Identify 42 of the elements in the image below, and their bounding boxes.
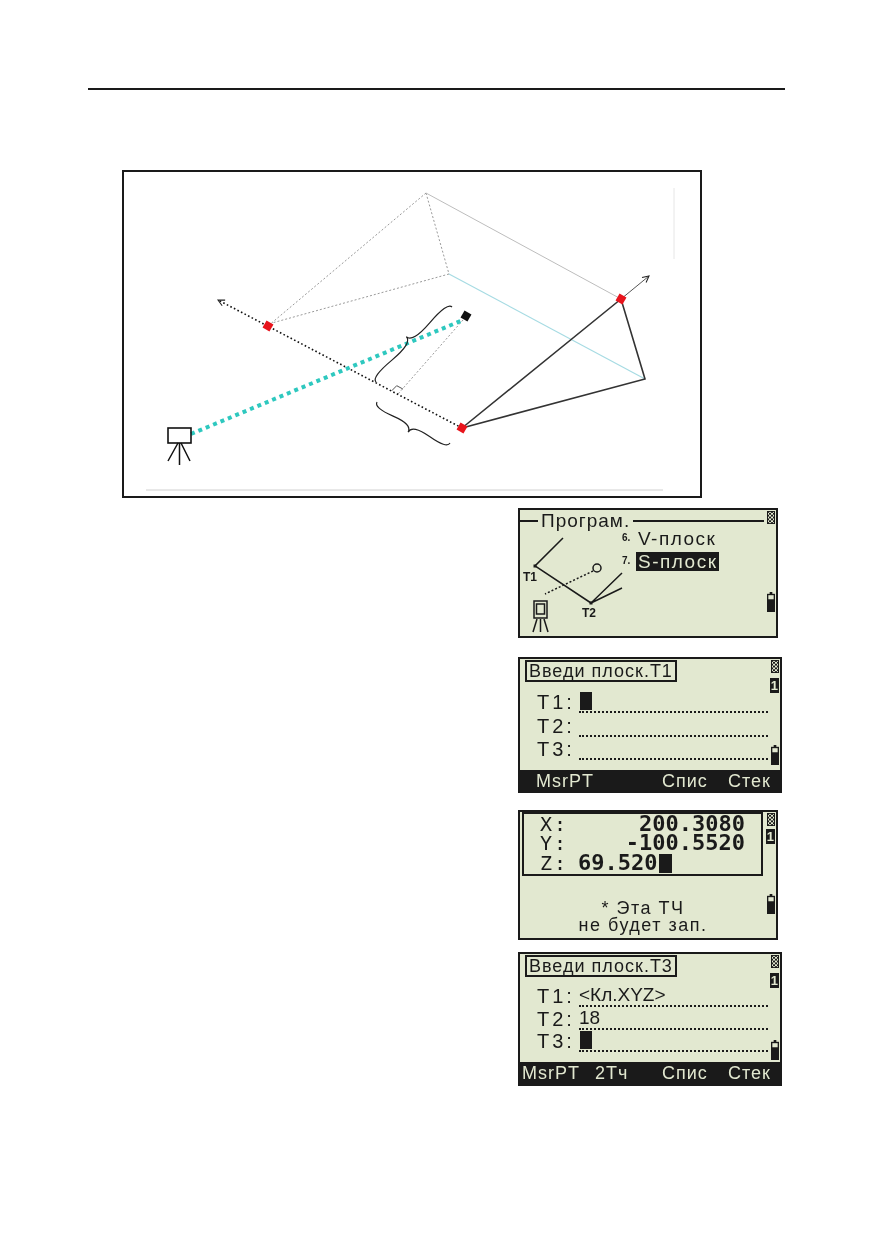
menu-number: 7.: [622, 556, 631, 566]
softkey-label: MsrPT: [522, 1063, 580, 1083]
field-label: Т1:: [537, 985, 576, 1007]
coordinate-label: Z:: [540, 853, 570, 873]
coordinate-value: 69.520: [578, 853, 658, 873]
lcd-screen: [518, 657, 782, 793]
lcd-screen: [518, 508, 778, 638]
coordinate-value: 200.3080: [639, 814, 745, 834]
input-field: <Кл.XYZ>: [579, 985, 768, 1007]
page-indicator: 1: [769, 678, 779, 693]
softkey-label: Стек: [728, 771, 771, 791]
page-indicator: 1: [769, 973, 779, 988]
softkey-label: Спис: [662, 771, 708, 791]
softkey-bar: [520, 770, 780, 791]
menu-item: V-плоск: [638, 529, 717, 549]
softkey-label: Стек: [728, 1063, 771, 1083]
selected-menu-item: S-плоск: [636, 552, 720, 571]
note-text: * Эта ТЧ: [601, 900, 685, 917]
coordinate-value: -100.5520: [625, 833, 745, 853]
input-field: 18: [579, 1008, 768, 1030]
screen-title: Введи плоск.Т1: [525, 660, 677, 682]
field-label: Т2:: [537, 1008, 576, 1030]
softkey-label: Спис: [662, 1063, 708, 1083]
note-text: не будет зап.: [578, 917, 708, 934]
coordinate-panel: [522, 812, 763, 876]
softkey-bar: [520, 1062, 780, 1084]
lcd-screen: [518, 952, 782, 1086]
softkey-label: 2Тч: [595, 1063, 629, 1083]
field-label: Т3:: [537, 738, 576, 760]
field-label: Т2:: [537, 715, 576, 737]
page-indicator: 1: [765, 829, 775, 844]
screen-title: Програм.: [540, 510, 632, 532]
point-label: Т2: [582, 607, 596, 619]
coordinate-label: Y:: [540, 833, 570, 853]
lcd-screen: [518, 810, 778, 940]
coordinate-label: X:: [540, 814, 570, 834]
screen-title: Введи плоск.Т3: [525, 955, 677, 977]
field-label: Т1:: [537, 691, 576, 713]
menu-number: 6.: [622, 533, 631, 543]
point-label: Т1: [523, 571, 537, 583]
field-label: Т3:: [537, 1030, 576, 1052]
softkey-label: MsrPT: [536, 771, 594, 791]
